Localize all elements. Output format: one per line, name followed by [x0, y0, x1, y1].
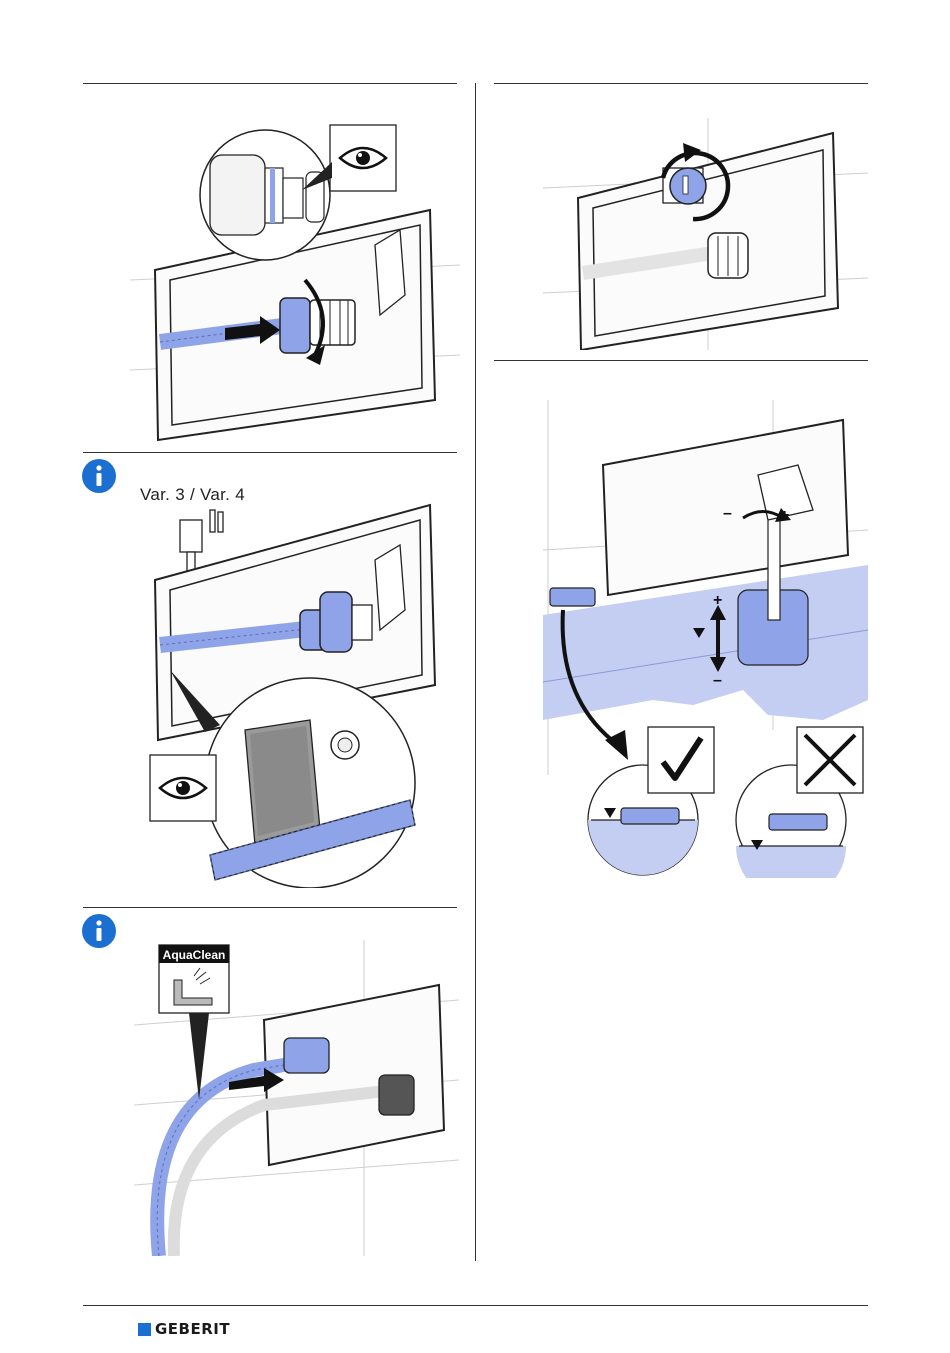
- minus-symbol-level: –: [713, 672, 722, 689]
- plus-symbol-level: +: [713, 592, 722, 609]
- aquaclean-badge-text: AquaClean: [163, 948, 226, 962]
- step-4-illustration: [543, 118, 868, 350]
- rule-step-5: [494, 360, 868, 361]
- plus-symbol-top: +: [780, 507, 789, 524]
- step-1-illustration: [130, 120, 460, 442]
- step-5-illustration: – + + –: [543, 400, 868, 878]
- step-2-illustration: [130, 500, 460, 888]
- step-3-illustration: AquaClean: [134, 940, 459, 1256]
- rule-step-3: [83, 907, 457, 908]
- brand-logo: GEBERIT: [138, 1320, 230, 1338]
- info-icon: [81, 458, 117, 494]
- brand-logo-square: [138, 1323, 151, 1336]
- column-divider: [475, 83, 476, 1261]
- rule-top-left: [83, 83, 457, 84]
- rule-footer: [83, 1305, 868, 1306]
- rule-step-2: [83, 452, 457, 453]
- rule-top-right: [494, 83, 868, 84]
- minus-symbol-top: –: [723, 505, 732, 522]
- brand-name: GEBERIT: [155, 1320, 230, 1338]
- info-icon-aquaclean: [81, 913, 117, 949]
